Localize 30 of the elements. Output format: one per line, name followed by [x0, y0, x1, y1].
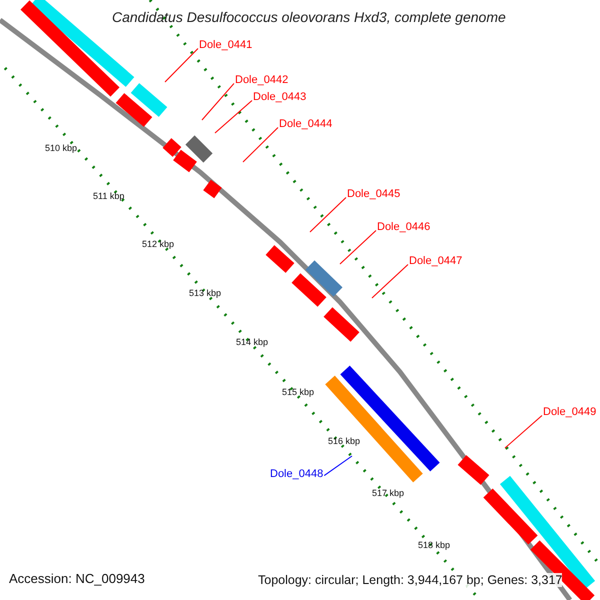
- scale-label: 510 kbp: [45, 143, 78, 154]
- accession-text: Accession: NC_009943: [9, 572, 145, 587]
- leader-line: [214, 100, 252, 134]
- scale-label: 517 kbp: [372, 488, 404, 498]
- scale-label: 513 kbp: [189, 288, 222, 298]
- gene-label: Dole_0447: [409, 255, 462, 268]
- leader-line: [340, 230, 376, 264]
- leader-line: [310, 196, 346, 232]
- leader-line: [372, 264, 408, 298]
- gene-label: Dole_0443: [253, 91, 306, 104]
- scale-label: 518 kbp: [418, 540, 450, 550]
- leader-line: [504, 414, 542, 448]
- scale-label: 515 kbp: [282, 387, 314, 398]
- gene-label: Dole_0444: [279, 118, 332, 131]
- gene-label: Dole_0442: [235, 74, 288, 87]
- chart-title: Candidatus Desulfococcus oleovorans Hxd3, complete genome: [112, 9, 506, 26]
- gene-label: Dole_0448: [270, 468, 324, 481]
- gene-label: Dole_0441: [199, 39, 252, 52]
- leader-line: [202, 82, 234, 120]
- scale-label: 511 kbp: [93, 191, 124, 202]
- leader-line: [242, 126, 278, 162]
- leader-line: [324, 456, 352, 476]
- scale-label: 516 kbp: [328, 436, 360, 446]
- gene-label: Dole_0449: [543, 406, 596, 419]
- gene-label: Dole_0446: [377, 221, 430, 234]
- scale-label: 512 kbp: [142, 239, 174, 250]
- gene-label: Dole_0445: [347, 188, 400, 201]
- scale-label: 514 kbp: [236, 337, 268, 348]
- leader-line: [164, 48, 198, 82]
- genome-info-text: Topology: circular; Length: 3,944,167 bp; Genes: 3,317: [258, 573, 562, 588]
